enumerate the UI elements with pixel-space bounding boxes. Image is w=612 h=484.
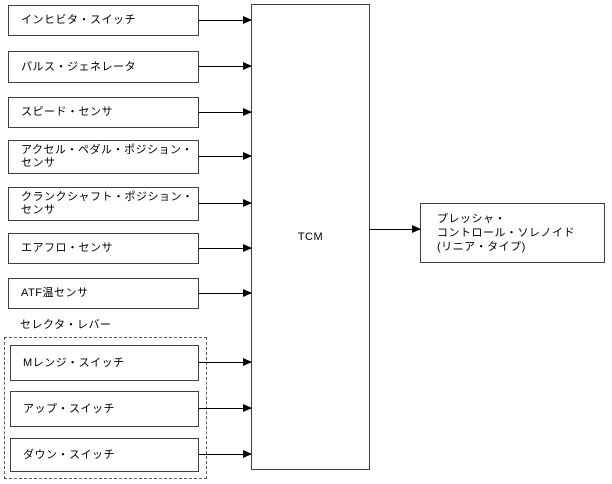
arrow-m-range-switch-to-tcm [199,358,252,366]
arrow-atf-temp-sensor-to-tcm [199,289,252,297]
input-box-accel-pedal-position-sensor: アクセル・ペダル・ポジション・ センサ [8,140,199,174]
input-box-pulse-generator: パルス・ジェネレータ [8,51,199,83]
input-box-label: ダウン・スイッチ [23,448,115,461]
input-box-label: アップ・スイッチ [23,402,115,415]
input-box-down-switch: ダウン・スイッチ [10,438,199,472]
input-box-label: エアフロ・センサ [21,242,113,254]
arrow-speed-sensor-to-tcm [199,108,252,116]
output-box-label: コントロール・ソレノイド [437,227,575,239]
input-box-label: クランクシャフト・ポジション・ [21,191,194,203]
tcm-label: TCM [297,231,324,243]
input-box-inhibitor-switch: インヒビタ・スイッチ [8,5,199,36]
output-box-pressure-control-solenoid: プレッシャ・ コントロール・ソレノイド (リニア・タイプ) [420,203,605,263]
arrow-crankshaft-position-sensor-to-tcm [199,199,252,207]
input-box-airflow-sensor: エアフロ・センサ [8,233,199,264]
arrow-pulse-generator-to-tcm [199,62,252,70]
input-box-label: インヒビタ・スイッチ [21,14,136,26]
tcm-box: TCM [251,4,370,470]
output-box-label: プレッシャ・ [437,213,506,225]
input-box-label: スピード・センサ [21,106,113,118]
input-box-atf-temp-sensor: ATF温センサ [8,278,199,309]
input-box-m-range-switch: Mレンジ・スイッチ [10,345,199,381]
arrow-tcm-to-pressure-control-solenoid [370,225,421,233]
input-box-label: パルス・ジェネレータ [21,60,136,73]
input-box-label: センサ [21,204,56,216]
input-box-label: ATF温センサ [21,287,89,299]
input-box-up-switch: アップ・スイッチ [10,391,199,427]
arrow-inhibitor-switch-to-tcm [199,16,252,24]
input-box-label: センサ [21,157,56,169]
arrow-accel-pedal-position-sensor-to-tcm [199,152,252,160]
input-box-crankshaft-position-sensor: クランクシャフト・ポジション・ センサ [8,187,199,221]
arrow-airflow-sensor-to-tcm [199,244,252,252]
arrow-down-switch-to-tcm [199,450,252,458]
selector-lever-group-label: セレクタ・レバー [20,319,112,331]
input-box-speed-sensor: スピード・センサ [8,97,199,128]
input-box-label: Mレンジ・スイッチ [23,356,125,369]
arrow-up-switch-to-tcm [199,404,252,412]
input-box-label: アクセル・ペダル・ポジション・ [21,144,193,156]
output-box-label: (リニア・タイプ) [437,241,526,253]
